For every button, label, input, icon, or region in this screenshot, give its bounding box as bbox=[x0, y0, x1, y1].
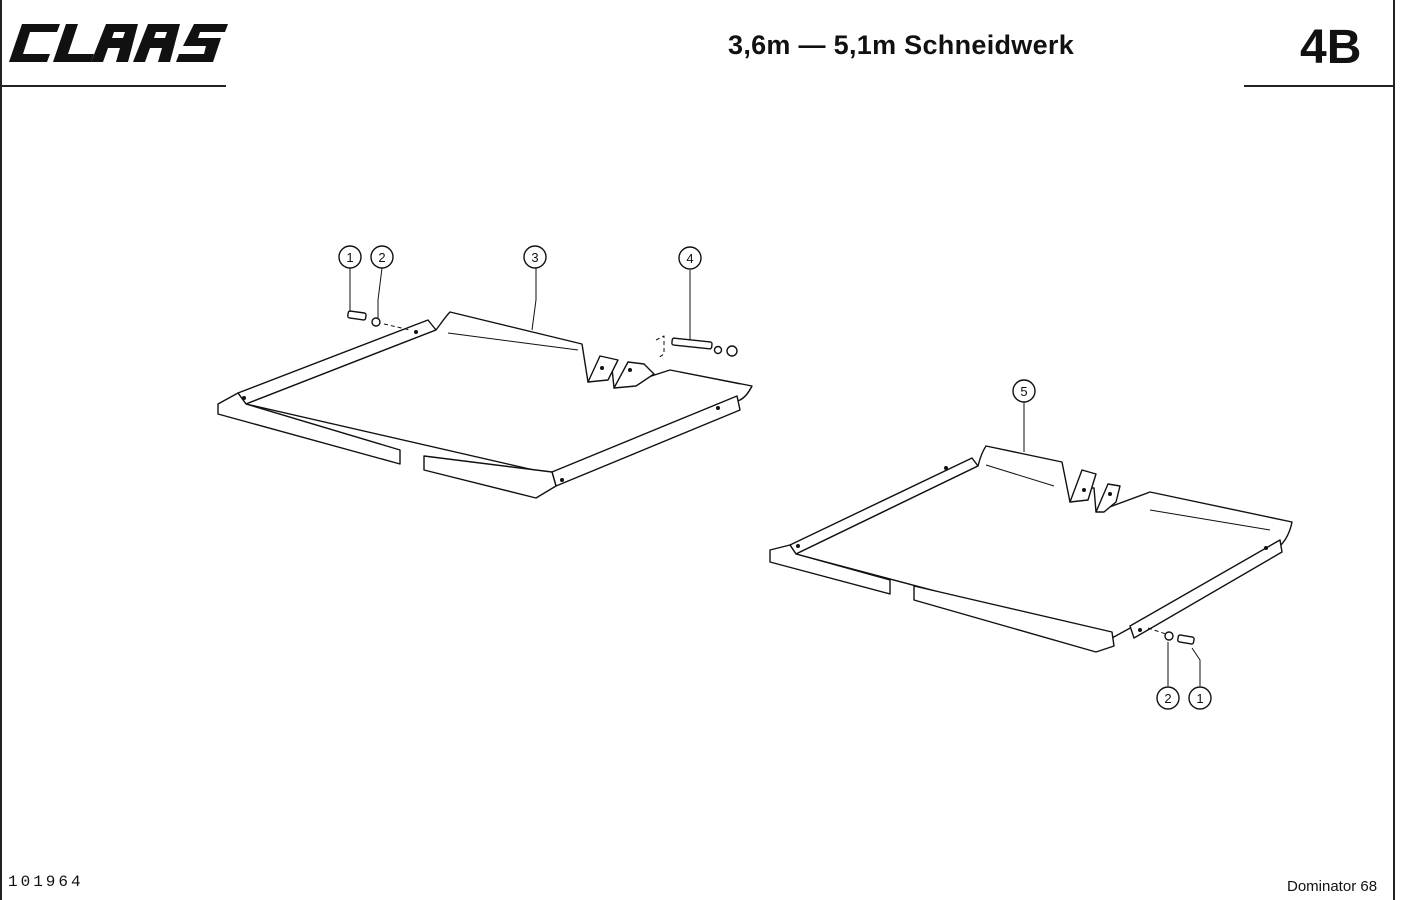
callout-label-4: 4 bbox=[686, 251, 693, 266]
cover-plate-assembly-a bbox=[217, 311, 753, 499]
callout-label-1-b: 1 bbox=[1196, 691, 1203, 706]
callout-1-b bbox=[1188, 686, 1212, 710]
callout-label-5: 5 bbox=[1020, 384, 1027, 399]
callout-3 bbox=[523, 245, 547, 269]
drawing-number: 101964 bbox=[8, 873, 84, 891]
section-code: 4B bbox=[1300, 21, 1362, 74]
callout-2-a bbox=[370, 245, 394, 269]
screw-washer-a bbox=[347, 310, 411, 331]
page-title: 3,6m — 5,1m Schneidwerk bbox=[728, 30, 1075, 60]
callout-2-b bbox=[1156, 686, 1180, 710]
callout-5 bbox=[1012, 379, 1036, 403]
claas-logo bbox=[8, 18, 230, 68]
screw-washer-b bbox=[1147, 627, 1195, 645]
cover-plate-assembly-b bbox=[769, 445, 1293, 653]
model-name: Dominator 68 bbox=[1287, 878, 1378, 895]
callout-4 bbox=[678, 246, 702, 270]
callout-label-1-a: 1 bbox=[346, 250, 353, 265]
callout-label-2-b: 2 bbox=[1164, 691, 1171, 706]
callout-1-a bbox=[338, 245, 362, 269]
callout-label-3: 3 bbox=[531, 250, 538, 265]
callout-label-2-a: 2 bbox=[378, 250, 385, 265]
bolt-nut-a bbox=[655, 335, 738, 359]
